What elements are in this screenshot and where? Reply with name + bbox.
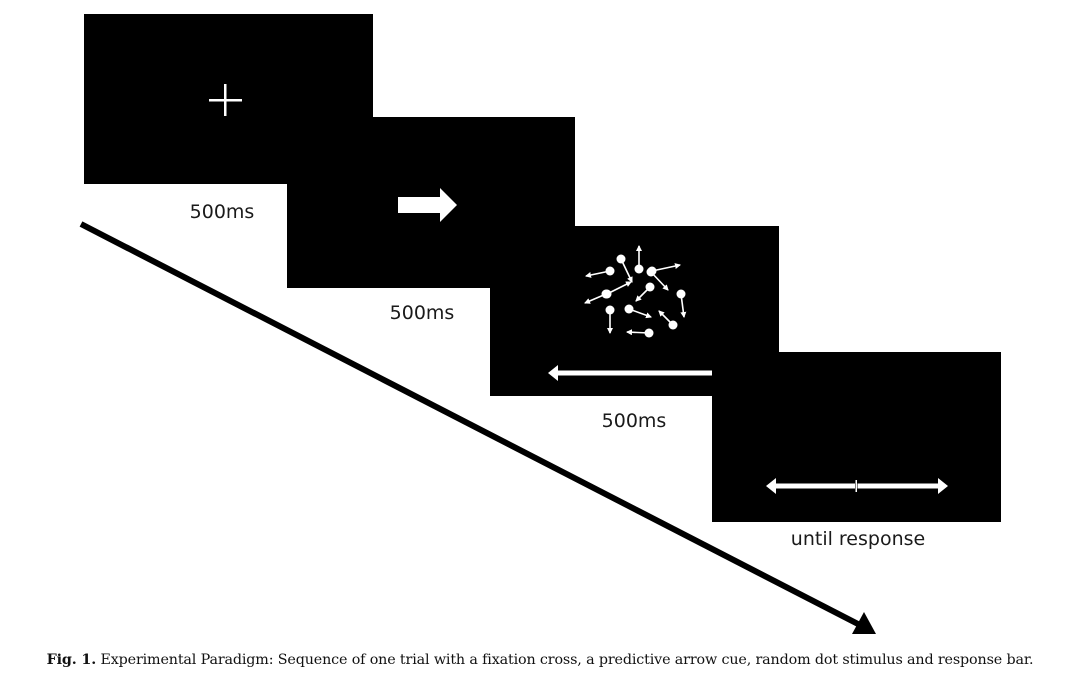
figure-caption: Fig. 1. Experimental Paradigm: Sequence … [0, 652, 1080, 668]
duration-label-random-dot: 500ms [602, 410, 667, 432]
dot-motion-vector [651, 263, 681, 272]
moving-dot [616, 254, 626, 264]
time-arrow [79, 221, 876, 634]
caption-label: Fig. 1. [46, 652, 97, 668]
fixation-cross-icon [209, 84, 242, 116]
response-bar-with-tick-icon [766, 478, 948, 494]
moving-dot [624, 304, 634, 314]
moving-dot [645, 282, 655, 292]
time-arrow-head [852, 612, 876, 634]
moving-dot [668, 320, 678, 330]
moving-dot [646, 267, 656, 277]
moving-dot [605, 305, 615, 315]
moving-dot [644, 328, 654, 338]
moving-dot [605, 266, 615, 276]
moving-dot [676, 289, 686, 299]
moving-dot [601, 289, 611, 299]
time-arrow-shaft [79, 221, 860, 627]
duration-label-response: until response [791, 528, 925, 550]
screen-response [712, 352, 1001, 522]
caption-text: Experimental Paradigm: Sequence of one t… [96, 652, 1034, 668]
frame-response: until response [712, 352, 1001, 550]
random-dot-stimulus [584, 245, 687, 338]
arrow-cue-right-icon [398, 188, 457, 222]
duration-label-cue: 500ms [390, 302, 455, 324]
duration-label-fixation: 500ms [190, 201, 255, 223]
moving-dot [634, 264, 644, 274]
